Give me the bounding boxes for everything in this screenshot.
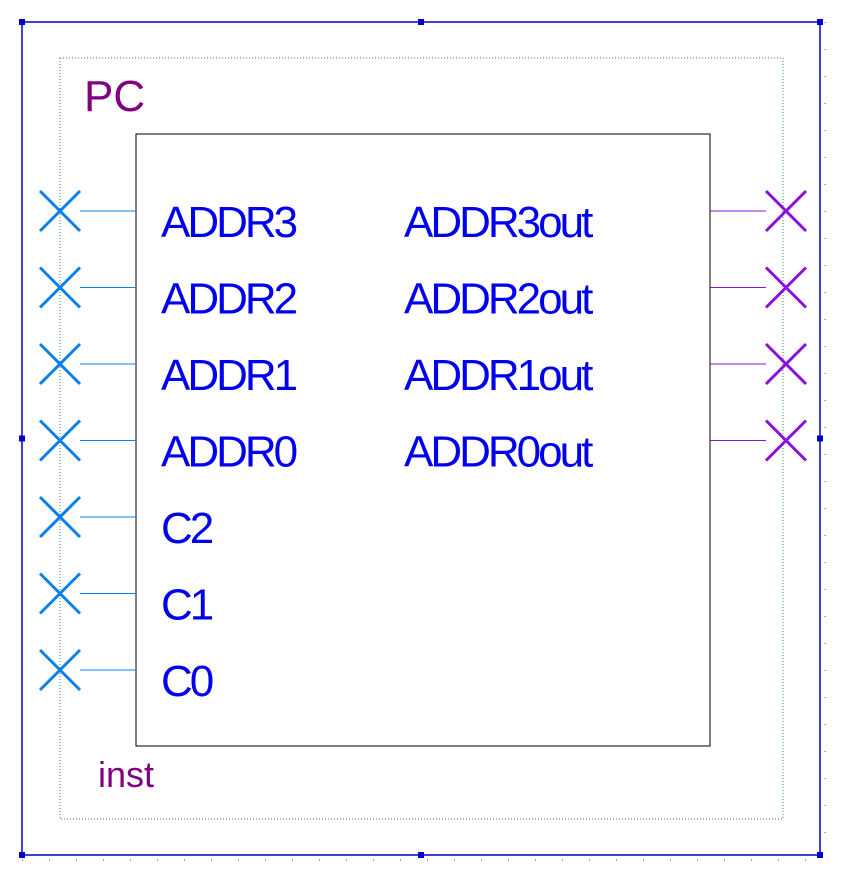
pin-label: ADDR3out bbox=[404, 198, 593, 247]
input-pin[interactable]: ADDR3 bbox=[38, 189, 300, 247]
unconnected-pin-x-icon[interactable] bbox=[38, 266, 82, 309]
selection-handle[interactable] bbox=[19, 19, 25, 25]
output-pin[interactable]: ADDR1out bbox=[404, 342, 808, 400]
input-pin[interactable]: C0 bbox=[38, 648, 216, 706]
selection-handle[interactable] bbox=[817, 19, 823, 25]
pin-label: ADDR2out bbox=[404, 275, 593, 324]
selection-handle[interactable] bbox=[817, 435, 823, 442]
selection-handle[interactable] bbox=[19, 435, 25, 442]
output-pin[interactable]: ADDR2out bbox=[404, 266, 808, 324]
input-pin[interactable]: ADDR1 bbox=[38, 342, 300, 400]
unconnected-pin-x-icon[interactable] bbox=[38, 648, 82, 692]
pin-label: C2 bbox=[161, 504, 213, 553]
input-pin[interactable]: ADDR2 bbox=[38, 266, 300, 324]
instance-name: inst bbox=[98, 754, 154, 795]
unconnected-pin-x-icon[interactable] bbox=[38, 189, 82, 233]
input-pin[interactable]: ADDR0 bbox=[38, 419, 300, 477]
pin-label: ADDR1out bbox=[404, 351, 593, 400]
pin-label: ADDR0out bbox=[404, 428, 593, 477]
output-pin[interactable]: ADDR0out bbox=[404, 419, 808, 477]
selection-handle[interactable] bbox=[19, 852, 25, 858]
unconnected-pin-x-icon[interactable] bbox=[764, 189, 808, 233]
symbol-name: PC bbox=[84, 72, 145, 121]
pin-label: ADDR3 bbox=[161, 198, 297, 247]
selection-handle[interactable] bbox=[418, 852, 424, 858]
pin-label: C0 bbox=[161, 657, 213, 706]
symbol-outline-dotted bbox=[59, 57, 784, 820]
selection-frame bbox=[19, 19, 826, 861]
pin-label: ADDR0 bbox=[161, 428, 297, 477]
unconnected-pin-x-icon[interactable] bbox=[38, 419, 82, 462]
unconnected-pin-x-icon[interactable] bbox=[764, 419, 808, 462]
selection-handle[interactable] bbox=[418, 19, 424, 25]
unconnected-pin-x-icon[interactable] bbox=[764, 266, 808, 309]
pin-label: C1 bbox=[161, 581, 213, 630]
output-pin[interactable]: ADDR3out bbox=[404, 189, 808, 247]
unconnected-pin-x-icon[interactable] bbox=[764, 342, 808, 386]
pin-label: ADDR1 bbox=[161, 351, 297, 400]
unconnected-pin-x-icon[interactable] bbox=[38, 495, 82, 539]
input-pin[interactable]: C1 bbox=[38, 572, 216, 630]
input-pin[interactable]: C2 bbox=[38, 495, 216, 553]
selection-handle[interactable] bbox=[817, 852, 823, 858]
unconnected-pin-x-icon[interactable] bbox=[38, 572, 82, 615]
unconnected-pin-x-icon[interactable] bbox=[38, 342, 82, 386]
symbol-body[interactable] bbox=[135, 133, 711, 747]
pin-label: ADDR2 bbox=[161, 275, 297, 324]
